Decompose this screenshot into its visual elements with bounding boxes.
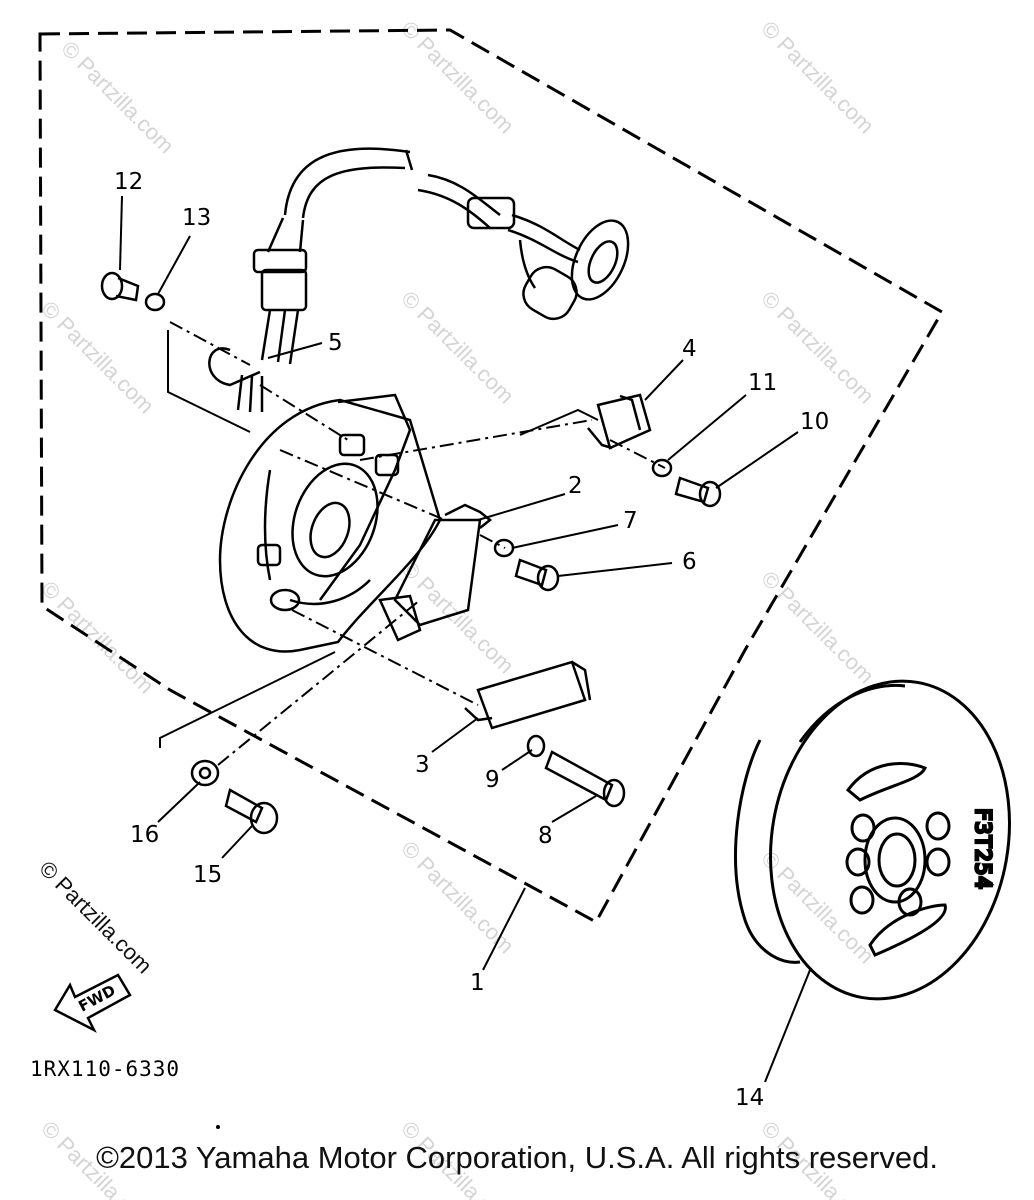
watermark: © Partzilla.com — [396, 556, 519, 679]
callout-3: 3 — [415, 752, 430, 778]
callout-1: 1 — [470, 970, 485, 996]
hardware — [100, 271, 722, 835]
diagram-code: 1RX110-6330 — [30, 1057, 180, 1081]
watermark: © Partzilla.com — [756, 16, 879, 139]
screw-15 — [224, 788, 279, 835]
washer-9 — [526, 734, 546, 758]
screw-6 — [514, 558, 560, 592]
screw-8 — [544, 750, 626, 808]
side-watermark: © Partzilla.com — [34, 856, 157, 979]
watermark: © Partzilla.com — [396, 836, 519, 959]
pulser-coil — [464, 660, 592, 730]
callout-14: 14 — [735, 1085, 764, 1111]
callout-5: 5 — [328, 330, 343, 356]
callout-10: 10 — [800, 409, 829, 435]
copyright-notice: ©2013 Yamaha Motor Corporation, U.S.A. A… — [96, 1140, 938, 1175]
callout-6: 6 — [682, 549, 697, 575]
callout-8: 8 — [538, 823, 553, 849]
callout-13: 13 — [182, 205, 211, 231]
screw-10 — [674, 476, 722, 508]
watermark: © Partzilla.com — [36, 296, 159, 419]
callout-7: 7 — [623, 508, 638, 534]
watermark: © Partzilla.com — [36, 576, 159, 699]
callout-labels: 12 13 5 4 11 10 2 7 6 3 9 8 16 15 1 14 — [114, 169, 829, 1111]
fwd-arrow-icon: FWD — [53, 973, 132, 1033]
source-coil — [378, 503, 493, 642]
watermark: © Partzilla.com — [756, 566, 879, 689]
watermark: © Partzilla.com — [396, 286, 519, 409]
leader-lines — [119, 195, 811, 1083]
callout-11: 11 — [748, 370, 777, 396]
screw-12 — [100, 271, 140, 302]
washer-11 — [651, 458, 673, 478]
washer-13 — [144, 292, 166, 312]
assembly-boundary — [38, 28, 945, 925]
explosion-lines — [169, 321, 666, 766]
rotor-flywheel: F3T254 — [734, 679, 1011, 1001]
watermark: © Partzilla.com — [56, 36, 179, 159]
callout-12: 12 — [114, 169, 143, 195]
washer-16 — [190, 759, 220, 787]
callout-2: 2 — [568, 473, 583, 499]
lighting-coil — [587, 393, 652, 450]
callout-4: 4 — [682, 336, 697, 362]
group-bracket-lines — [159, 330, 599, 748]
callout-16: 16 — [130, 822, 159, 848]
stator-plate — [218, 393, 442, 653]
callout-15: 15 — [193, 862, 222, 888]
rotor-marking: F3T254 — [971, 808, 995, 890]
watermark: © Partzilla.com — [756, 846, 879, 969]
callout-9: 9 — [485, 767, 500, 793]
watermark-layer: © Partzilla.com © Partzilla.com © Partzi… — [36, 16, 879, 1200]
stray-mark — [216, 1125, 220, 1129]
wire-harness — [208, 147, 630, 413]
